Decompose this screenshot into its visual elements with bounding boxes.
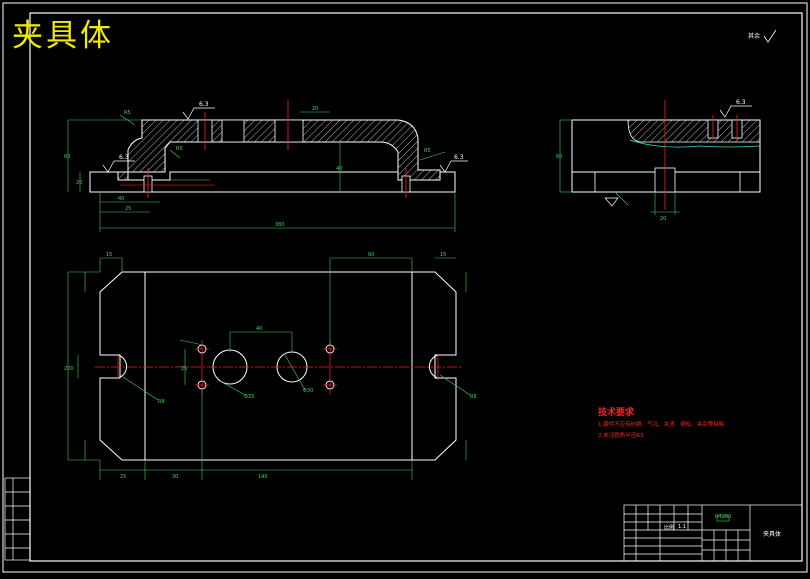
roughness-label-2: 6.3 xyxy=(119,154,129,161)
svg-text:Φ35: Φ35 xyxy=(244,394,254,400)
svg-text:380: 380 xyxy=(275,222,285,228)
part-name: 夹具体 xyxy=(763,531,782,538)
roughness-note: 其余 xyxy=(748,33,761,40)
svg-text:140: 140 xyxy=(258,474,268,480)
svg-text:25: 25 xyxy=(181,366,187,372)
front-section-view: 60 20 380 25 40 40 20 R5 R5 R5 6.3 6.3 6… xyxy=(64,100,468,232)
svg-text:20: 20 xyxy=(312,106,318,112)
inner-border xyxy=(29,12,803,562)
svg-text:15: 15 xyxy=(106,252,112,258)
requirement-item-1: 1.铸件不应有砂眼、气孔、夹渣、缩松、夹杂等缺陷 xyxy=(598,422,725,428)
requirement-item-2: 2.未注圆角半径R3 xyxy=(598,433,644,439)
svg-text:20: 20 xyxy=(660,216,666,222)
left-stamp-strip xyxy=(4,477,31,561)
svg-text:60: 60 xyxy=(64,154,70,160)
drawing-title: 夹具体 xyxy=(12,18,114,54)
svg-text:Φ30: Φ30 xyxy=(303,388,313,394)
svg-text:200: 200 xyxy=(64,366,74,372)
svg-text:20: 20 xyxy=(76,180,82,186)
svg-text:R8: R8 xyxy=(158,399,165,405)
side-section-view: 60 20 6.3 xyxy=(556,99,761,222)
roughness-symbol xyxy=(763,29,777,43)
svg-text:25: 25 xyxy=(120,474,126,480)
svg-text:R5: R5 xyxy=(424,148,431,154)
material: HT200 xyxy=(715,514,732,520)
svg-text:60: 60 xyxy=(368,252,374,258)
requirements-title: 技术要求 xyxy=(598,408,635,418)
svg-text:30: 30 xyxy=(172,474,178,480)
svg-text:R5: R5 xyxy=(176,146,183,152)
top-plan-view: 200 140 25 30 60 40 25 15 15 R8 R8 Φ35 Φ… xyxy=(64,252,477,480)
roughness-label-3: 6.3 xyxy=(454,154,464,161)
svg-text:R8: R8 xyxy=(470,394,477,400)
svg-text:40: 40 xyxy=(118,196,124,202)
svg-text:40: 40 xyxy=(256,326,262,332)
svg-text:25: 25 xyxy=(125,206,131,212)
scale-value: 1:1 xyxy=(678,524,687,530)
roughness-label-4: 6.3 xyxy=(736,99,746,106)
svg-text:40: 40 xyxy=(336,166,342,172)
roughness-label-1: 6.3 xyxy=(199,101,209,108)
scale-label: 比例 xyxy=(664,525,675,531)
svg-text:R5: R5 xyxy=(124,110,131,116)
svg-text:60: 60 xyxy=(556,154,562,160)
svg-text:15: 15 xyxy=(440,252,446,258)
title-block-grid xyxy=(623,504,803,562)
